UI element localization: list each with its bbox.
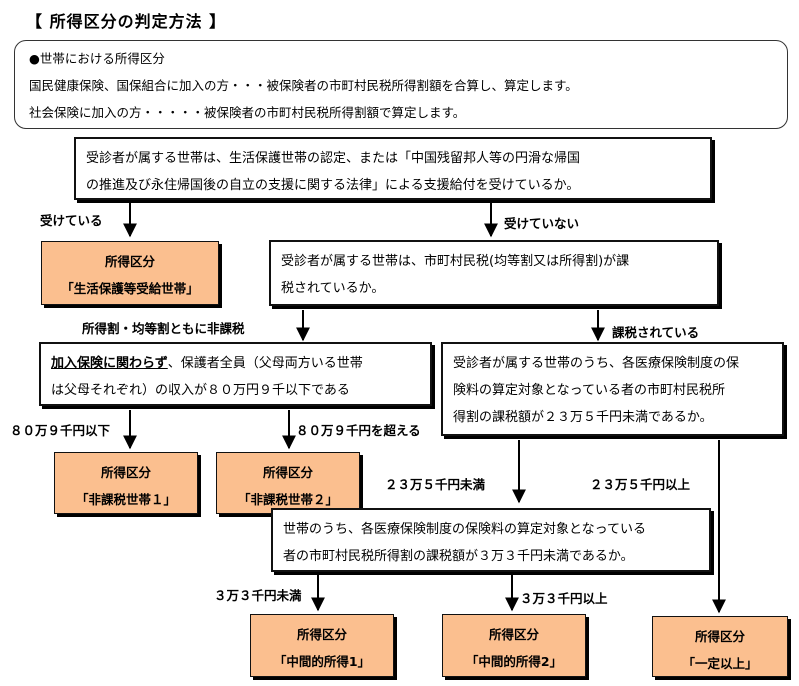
- label-taxed: 課税されている: [612, 325, 700, 340]
- question-line: 者の市町村民税所得割の課税額が３万３千円未満であるか。: [283, 549, 634, 564]
- question-municipal-tax: 受診者が属する世帯は、市町村民税(均等割又は所得割)が課 税されているか。: [269, 240, 719, 306]
- result-head: 所得区分: [262, 465, 313, 480]
- question-line: 得割の課税額が２３万５千円未満であるか。: [453, 410, 713, 425]
- question-line: 険料の算定対象となっている者の市町村民税所: [453, 383, 725, 398]
- result-above-certain-level: 所得区分 「一定以上」: [652, 616, 788, 677]
- question-income-tax-235: 受診者が属する世帯のうち、各医療保険制度の保 険料の算定対象となっている者の市町…: [441, 342, 784, 436]
- info-heading: ●世帯における所得区分: [29, 51, 165, 66]
- result-welfare-household: 所得区分 「生活保護等受給世帯」: [41, 241, 219, 305]
- question-line: 世帯のうち、各医療保険制度の保険料の算定対象となっている: [283, 522, 646, 537]
- page-title: 【 所得区分の判定方法 】: [26, 12, 227, 31]
- result-head: 所得区分: [694, 629, 745, 644]
- result-nontax-2: 所得区分 「非課税世帯２」: [216, 452, 360, 514]
- label-not-receiving: 受けていない: [504, 216, 580, 231]
- result-name: 「中間的所得2」: [465, 654, 563, 669]
- label-under-33: ３万３千円未満: [214, 588, 302, 603]
- question-line: 加入保険に関わらず、保護者全員（父母両方いる世帯: [51, 350, 420, 377]
- result-name: 「非課税世帯２」: [237, 492, 338, 507]
- question-welfare-status: 受診者が属する世帯は、生活保護世帯の認定、または「中国残留邦人等の円滑な帰国 の…: [74, 137, 712, 200]
- question-line: 受診者が属する世帯のうち、各医療保険制度の保: [453, 356, 740, 371]
- result-middle-income-1: 所得区分 「中間的所得1」: [250, 614, 394, 677]
- result-head: 所得区分: [100, 465, 151, 480]
- emphasis-any-insurance: 加入保険に関わらず: [51, 356, 168, 371]
- label-under-235: ２３万５千円未満: [385, 477, 486, 492]
- label-over-235: ２３万５千円以上: [590, 477, 691, 492]
- result-head: 所得区分: [104, 254, 155, 269]
- question-line: は父母それぞれ）の収入が８０万円９千以下である: [51, 383, 350, 398]
- result-name: 「中間的所得1」: [273, 654, 371, 669]
- label-under-809: ８０万９千円以下: [10, 423, 111, 438]
- question-line: 税されているか。: [281, 281, 385, 296]
- result-name: 「一定以上」: [682, 656, 758, 671]
- result-head: 所得区分: [296, 627, 347, 642]
- label-over-809: ８０万９千円を超える: [296, 423, 421, 438]
- result-name: 「非課税世帯１」: [75, 492, 176, 507]
- result-middle-income-2: 所得区分 「中間的所得2」: [442, 614, 586, 677]
- question-line: 受診者が属する世帯は、生活保護世帯の認定、または「中国残留邦人等の円滑な帰国: [86, 151, 581, 166]
- question-income-tax-33: 世帯のうち、各医療保険制度の保険料の算定対象となっている 者の市町村民税所得割の…: [271, 508, 711, 572]
- info-box: ●世帯における所得区分 国民健康保険、国保組合に加入の方・・・被保険者の市町村民…: [14, 40, 788, 129]
- info-national-insurance: 国民健康保険、国保組合に加入の方・・・被保険者の市町村民税所得割額を合算し、算定…: [29, 78, 578, 93]
- result-nontax-1: 所得区分 「非課税世帯１」: [54, 452, 198, 514]
- result-head: 所得区分: [488, 627, 539, 642]
- info-social-insurance: 社会保険に加入の方・・・・・被保険者の市町村民税所得割額で算定します。: [29, 105, 466, 120]
- question-line: 受診者が属する世帯は、市町村民税(均等割又は所得割)が課: [281, 254, 630, 269]
- label-receiving: 受けている: [40, 213, 103, 228]
- question-parent-income: 加入保険に関わらず、保護者全員（父母両方いる世帯 は父母それぞれ）の収入が８０万…: [39, 342, 432, 406]
- label-no-tax: 所得割・均等割ともに非課税: [82, 321, 245, 336]
- question-line: の推進及び永住帰国後の自立の支援に関する法律」による支援給付を受けているか。: [86, 178, 580, 193]
- question-text: 、保護者全員（父母両方いる世帯: [167, 356, 363, 371]
- label-over-33: ３万３千円以上: [520, 591, 608, 606]
- result-name: 「生活保護等受給世帯」: [61, 281, 199, 296]
